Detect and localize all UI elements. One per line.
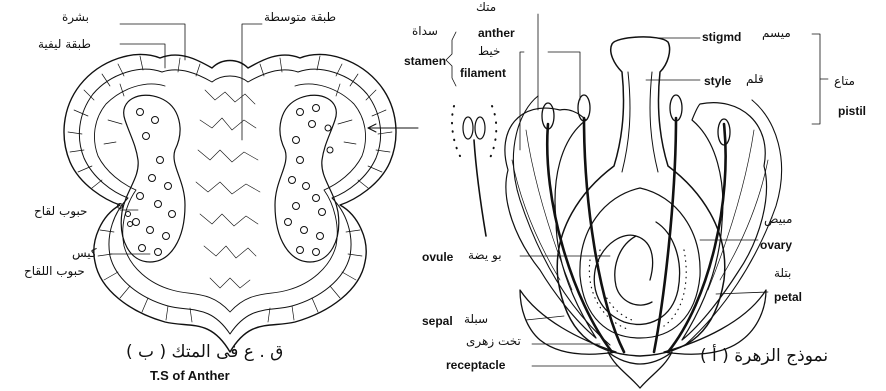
receptacle [608,352,672,388]
magnify-arrow [368,124,418,132]
caption-a: ( أ ) نموذج الزهرة [700,346,828,366]
pollen-sac-right [275,95,339,262]
petal-veins [512,130,768,290]
label-stamen-en: stamen [404,54,446,68]
label-pistil-en: pistil [838,104,866,118]
label-sepal-en: sepal [422,314,453,328]
label-filament-en: filament [460,66,506,80]
label-style-en: style [704,74,731,88]
label-epidermis: بشرة [62,10,89,24]
label-sac: كيس [72,246,97,260]
detached-anther [452,106,496,236]
label-stigma-ar: ميسم [762,26,791,40]
anther-outer-wall [64,54,396,352]
label-ovule-ar: بو يضة [468,248,502,262]
label-stamen-ar: سداة [412,24,438,38]
sepal-left [520,290,616,354]
pollen-grains-left [118,109,176,256]
label-ovule-en: ovule [422,250,453,264]
label-anther-ar: متك [476,0,496,14]
anther-connective-tissue [196,90,260,288]
caption-b-english: T.S of Anther [150,369,230,383]
label-pollen-grains-b: حبوب اللقاح [24,264,85,278]
label-style-ar: قلم [746,72,764,86]
label-stigma-en: stigmd [702,30,741,44]
label-anther-en: anther [478,26,515,40]
label-sepal-ar: سبلة [464,312,488,326]
label-fibrous-layer: طبقة ليفية [38,37,91,51]
label-receptacle-en: receptacle [446,358,505,372]
anther-cross-section [64,54,418,352]
label-middle-layer: طبقة متوسطة [264,10,336,24]
label-ovary-ar: مبيض [764,212,792,226]
label-pollen-grains-a: حبوب لقاح [34,204,87,218]
sepal-right [664,290,766,354]
label-petal-ar: بتلة [774,266,791,280]
label-receptacle-ar: تخت زهرى [466,334,521,348]
anther-wall-cells [68,56,392,322]
label-petal-en: petal [774,290,802,304]
petal-left-outer [513,96,610,345]
label-ovary-en: ovary [760,238,792,252]
label-pistil-ar: متاع [834,74,855,88]
pollen-sac-left [121,95,185,262]
caption-b-arabic: ( ب ) ق . ع فى المتك [126,342,283,362]
label-filament-ar: خيط [478,44,500,58]
